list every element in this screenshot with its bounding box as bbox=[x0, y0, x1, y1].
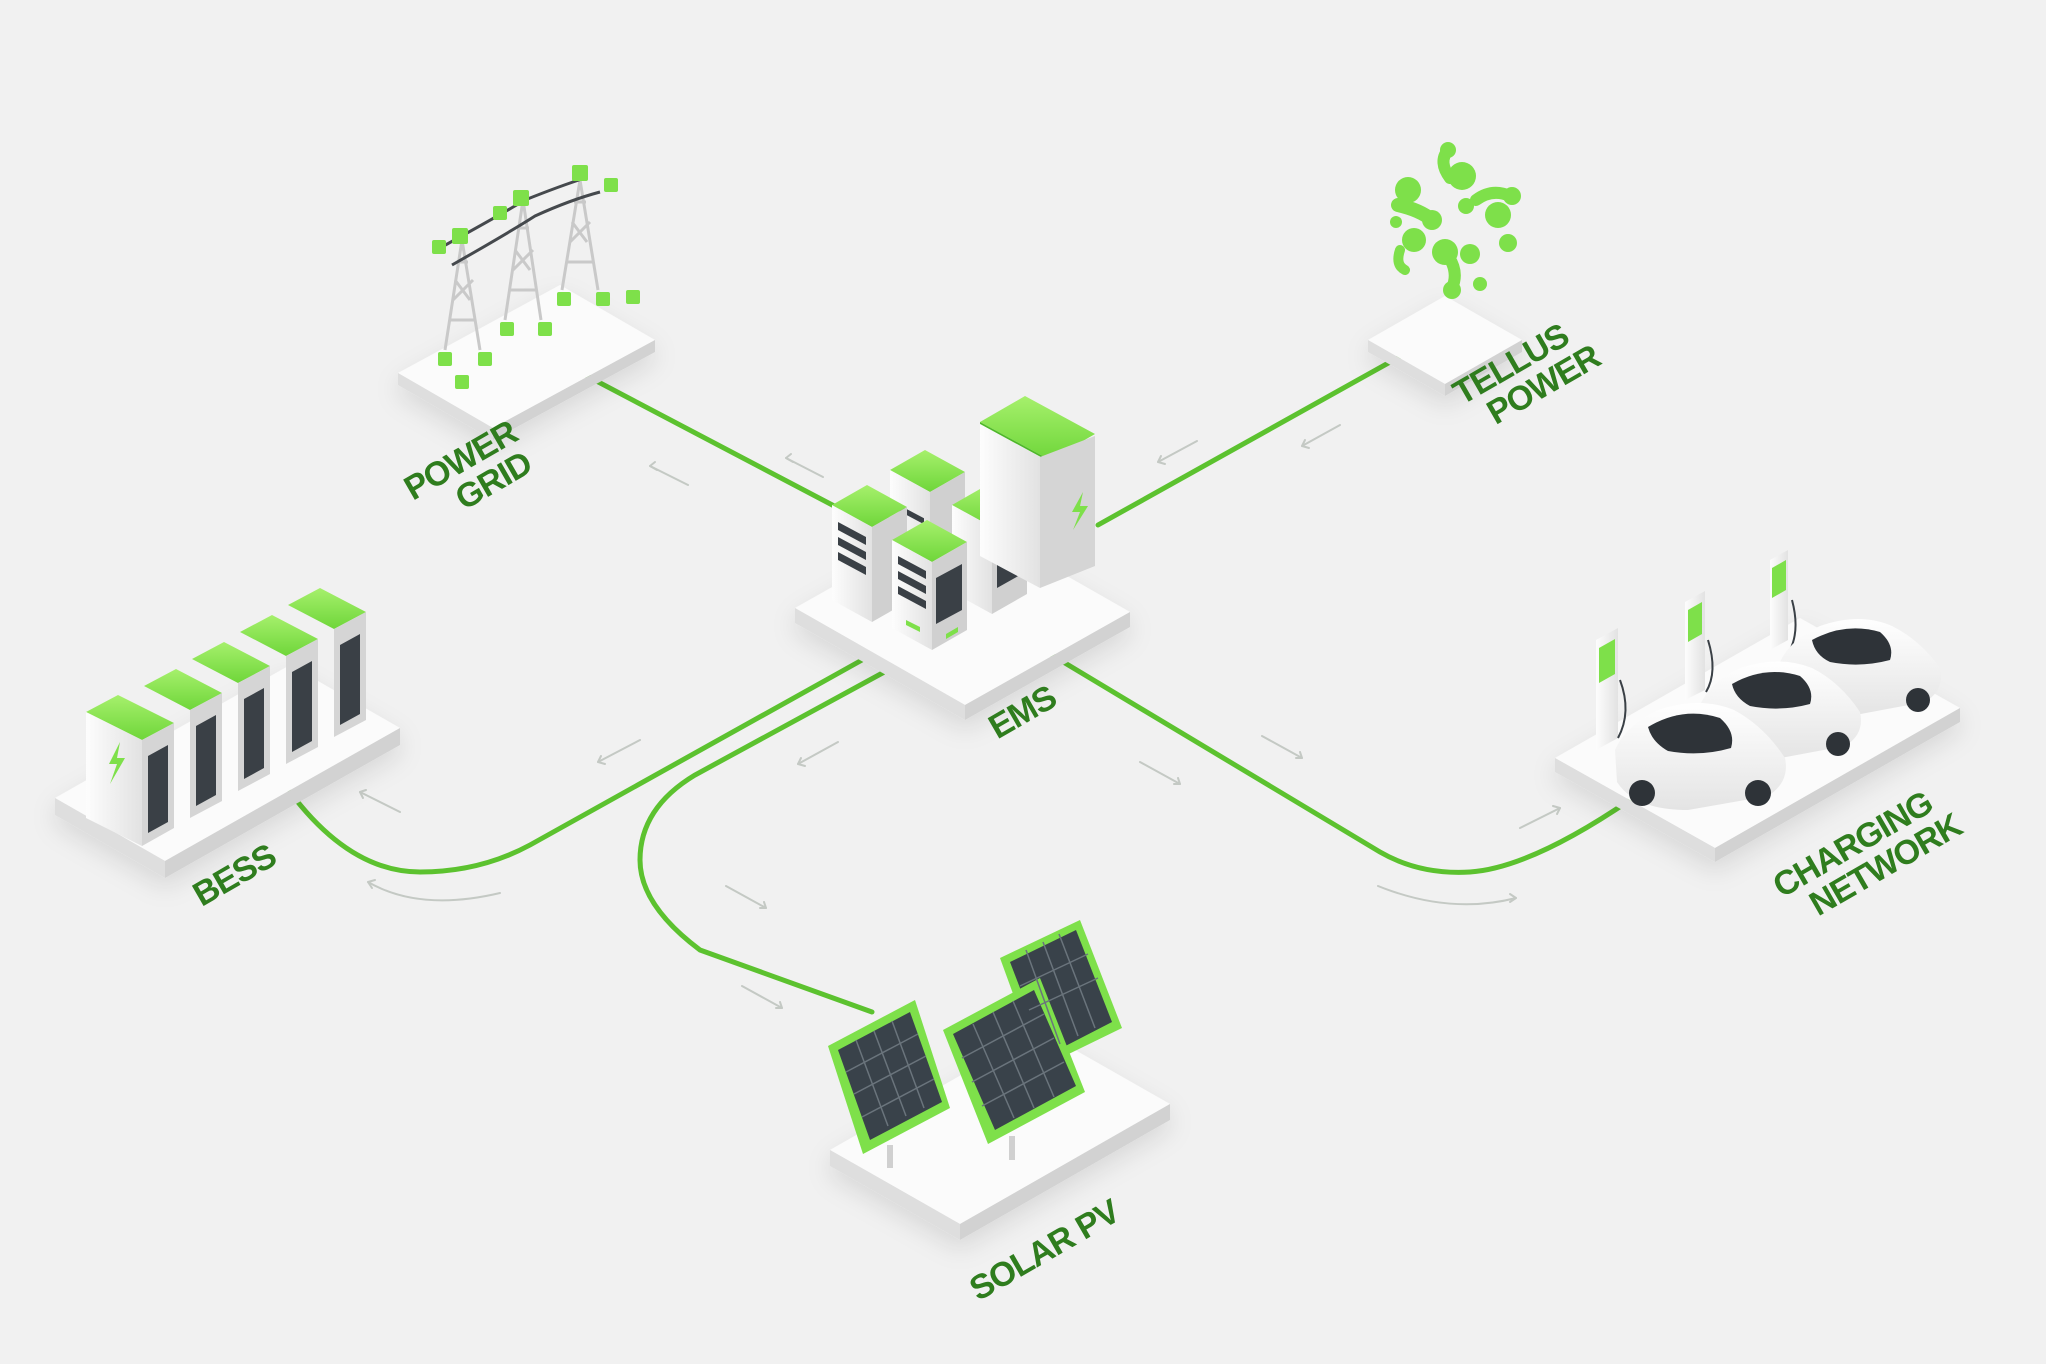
arrow-from-tellus bbox=[1157, 424, 1341, 465]
battery-cabinet bbox=[980, 396, 1095, 588]
connection-lines bbox=[287, 349, 1633, 1015]
ev-car bbox=[1615, 703, 1786, 810]
ev-charger bbox=[1685, 591, 1714, 700]
battery-module bbox=[192, 642, 270, 791]
line-ems-tellus-power bbox=[1095, 349, 1411, 528]
line-ems-bess bbox=[287, 657, 865, 875]
server-unit bbox=[892, 520, 967, 650]
line-ems-power-grid bbox=[563, 362, 841, 511]
transmission-tower-icon bbox=[432, 165, 640, 389]
flow-arrows bbox=[359, 424, 1561, 1009]
solar-panel-icon bbox=[828, 920, 1122, 1168]
server-cluster-icon bbox=[832, 396, 1095, 650]
battery-module bbox=[86, 695, 174, 846]
ev-charger bbox=[1596, 628, 1627, 750]
battery-module bbox=[240, 615, 318, 764]
solar-panel bbox=[828, 1000, 950, 1168]
arrow-to-power-grid bbox=[649, 453, 824, 486]
line-ems-solar-pv bbox=[637, 667, 891, 1015]
battery-storage-icon bbox=[86, 588, 366, 846]
battery-module bbox=[288, 588, 366, 737]
arrow-to-solar bbox=[725, 741, 839, 1009]
line-ems-charging bbox=[1032, 642, 1633, 875]
power-grid-node[interactable] bbox=[398, 285, 655, 440]
tellus-power-node[interactable] bbox=[1368, 296, 1522, 396]
battery-module bbox=[144, 669, 222, 818]
arrow-to-bess bbox=[359, 739, 641, 902]
ev-charger-car-icon bbox=[1596, 550, 1941, 810]
tellus-logo-icon bbox=[1390, 142, 1521, 299]
arrow-to-charging bbox=[1139, 735, 1561, 906]
